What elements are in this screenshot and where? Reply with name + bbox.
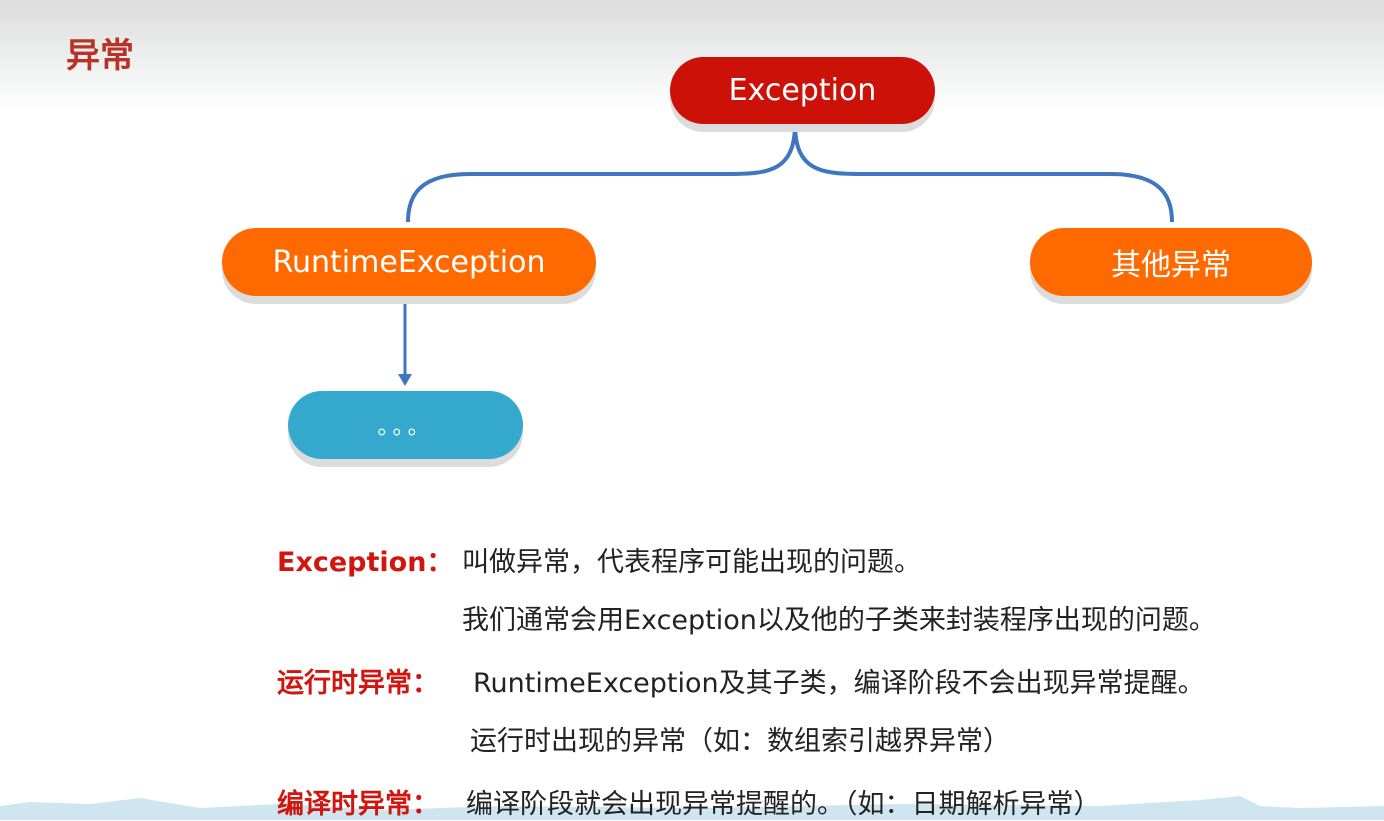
note-exception-1: 叫做异常，代表程序可能出现的问题。 — [462, 547, 921, 578]
connector-right — [793, 123, 1174, 223]
node-runtime-exception: RuntimeException — [222, 228, 596, 296]
label-compile: 编译时异常： — [277, 789, 439, 820]
mountain-decoration — [0, 796, 1384, 820]
label-exception: Exception： — [277, 547, 454, 578]
page-title: 异常 — [66, 36, 134, 76]
connector-left — [406, 123, 797, 223]
note-runtime-2: 运行时出现的异常（如：数组索引越界异常） — [470, 726, 1010, 757]
note-runtime-1: RuntimeException及其子类，编译阶段不会出现异常提醒。 — [473, 668, 1205, 699]
arrow-head — [398, 374, 412, 386]
note-compile-1: 编译阶段就会出现异常提醒的。（如：日期解析异常） — [466, 789, 1101, 820]
note-exception-2: 我们通常会用Exception以及他的子类来封装程序出现的问题。 — [462, 605, 1216, 636]
label-runtime: 运行时异常： — [277, 668, 439, 699]
node-more: 。。。 — [288, 391, 523, 459]
node-exception: Exception — [670, 57, 935, 124]
node-other-exception: 其他异常 — [1030, 228, 1312, 296]
